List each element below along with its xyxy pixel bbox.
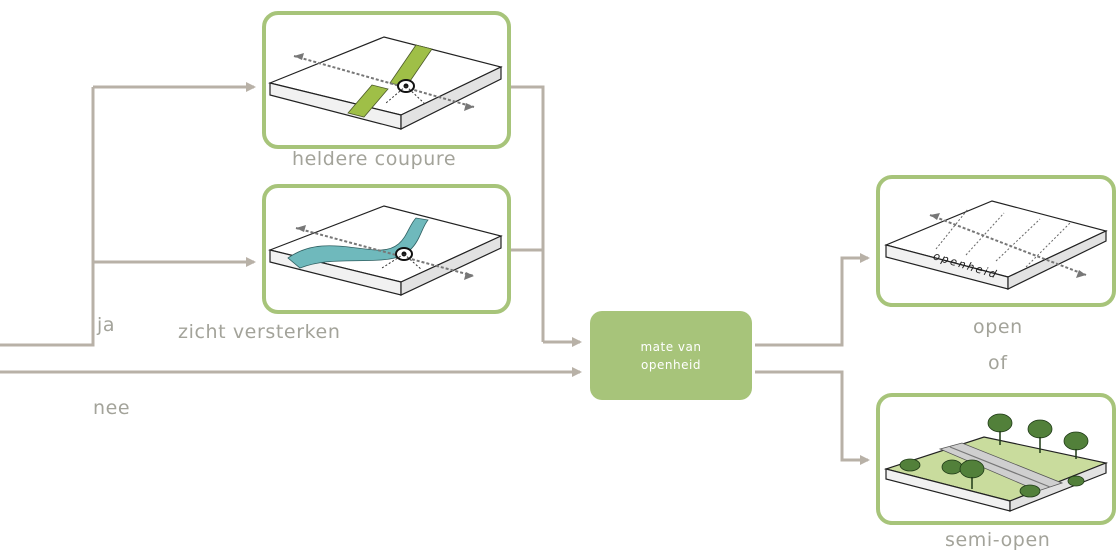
no-label: nee: [93, 397, 131, 419]
openness-decision-box: mate van openheid: [590, 311, 752, 400]
arrow-to-semi-open: [755, 370, 870, 465]
semi-open-panel: [876, 393, 1116, 525]
semi-open-caption: semi-open: [945, 529, 1051, 551]
zicht-versterken-caption: zicht versterken: [178, 321, 341, 343]
heldere-coupure-panel: [262, 11, 511, 149]
trees-railway-slab-icon: [883, 413, 1109, 512]
heldere-coupure-caption: heldere coupure: [292, 148, 457, 170]
coupure-out-line: [510, 85, 545, 342]
or-label: of: [988, 352, 1008, 374]
river-view-slab-icon: [267, 205, 503, 296]
straight-coupure-slab-icon: [268, 36, 503, 130]
open-panel: openheid: [876, 175, 1116, 307]
arrow-to-open: [755, 253, 870, 347]
yes-input-line: [0, 87, 95, 347]
open-caption: open: [973, 316, 1023, 338]
zicht-versterken-panel: [262, 184, 511, 314]
decision-line-2: openheid: [641, 357, 701, 372]
decision-line-1: mate van: [640, 339, 702, 354]
openness-slab-icon: [884, 200, 1108, 290]
yes-label: ja: [97, 314, 116, 336]
